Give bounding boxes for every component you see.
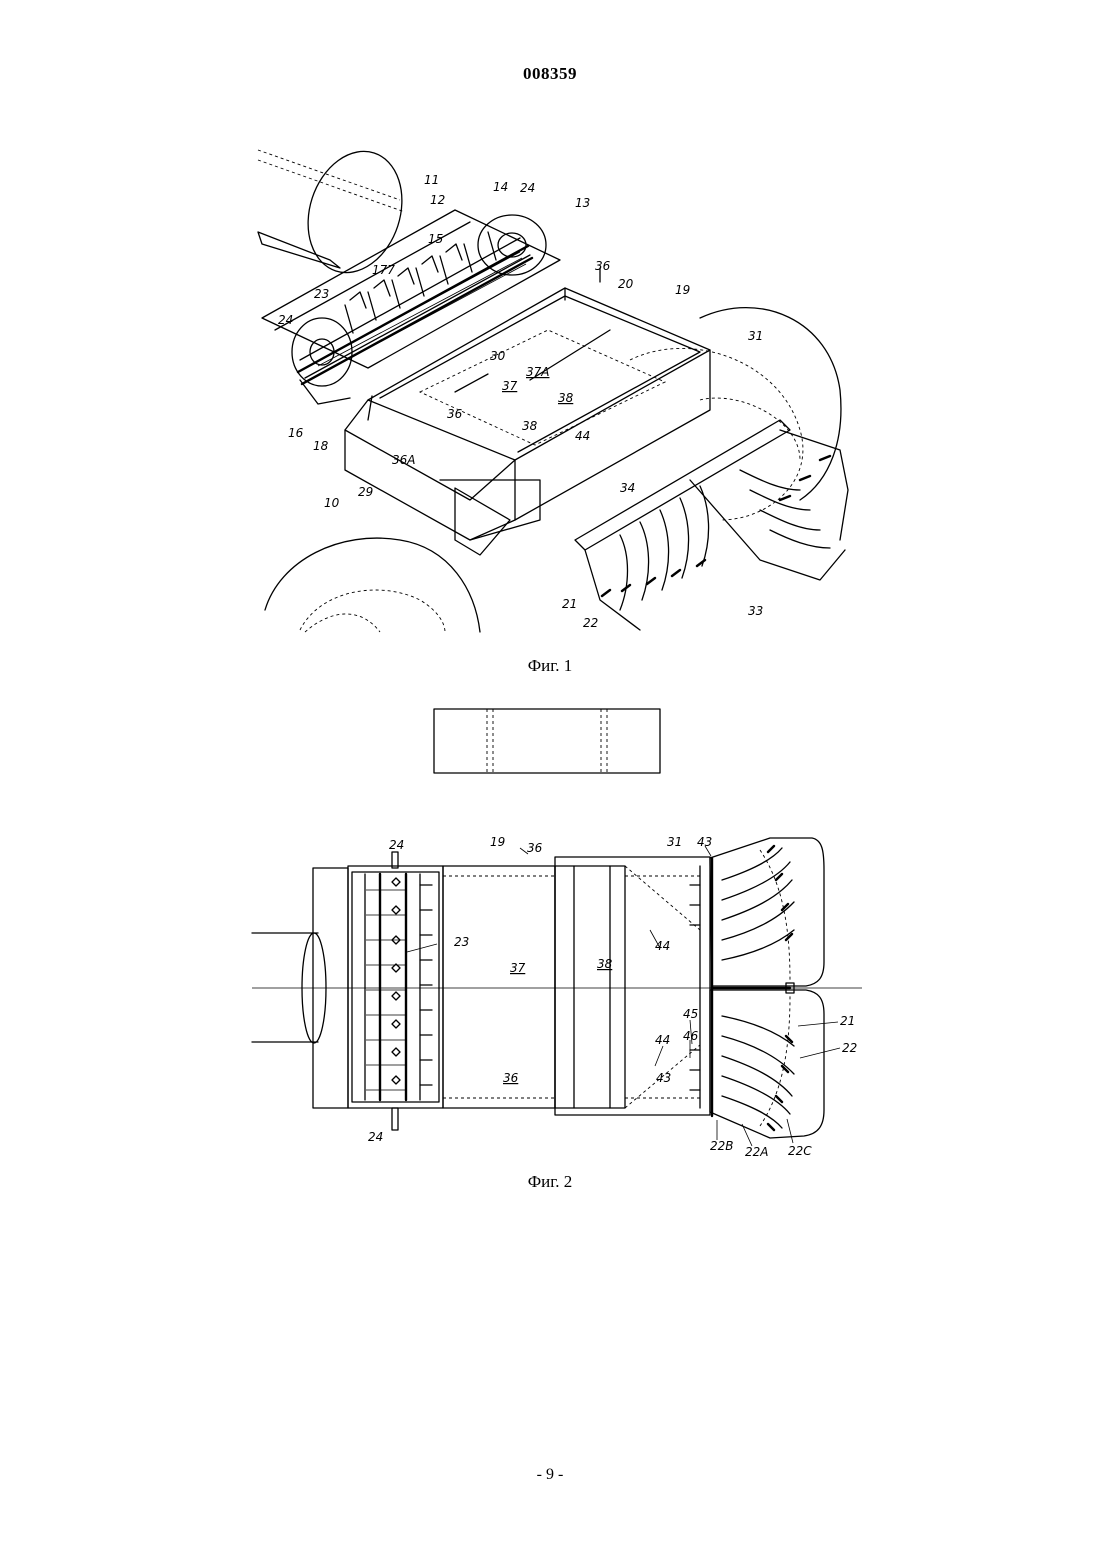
ref-numeral: 24 (278, 313, 293, 327)
ref-numeral: 20 (618, 277, 634, 291)
ref-numeral: 24 (368, 1130, 383, 1144)
ref-numeral: 177 (372, 263, 395, 277)
ref-numeral: 36A (392, 453, 415, 467)
ref-numeral: 19 (675, 283, 690, 297)
intermediate-rectangle-drawing (432, 706, 664, 776)
ref-numeral: 22C (788, 1144, 812, 1158)
ref-numeral: 21 (562, 597, 577, 611)
ref-numeral: 24 (389, 838, 404, 852)
ref-numeral: 43 (697, 835, 712, 849)
ref-numeral: 38 (522, 419, 538, 433)
ref-numeral: 43 (656, 1071, 671, 1085)
figure-2-drawing: 24 19 36 31 43 23 37 38 44 45 21 46 44 2… (250, 830, 865, 1160)
ref-numeral: 34 (620, 481, 635, 495)
ref-numeral: 10 (324, 496, 340, 510)
ref-numeral: 33 (748, 604, 763, 618)
ref-numeral: 22A (745, 1145, 768, 1159)
ref-numeral: 22B (710, 1139, 734, 1153)
ref-numeral: 44 (655, 939, 670, 953)
ref-numeral: 12 (430, 193, 445, 207)
figure-2-reference-numerals: 24 19 36 31 43 23 37 38 44 45 21 46 44 2… (368, 835, 857, 1159)
ref-numeral: 45 (683, 1007, 698, 1021)
ref-numeral: 37A (526, 365, 549, 379)
ref-numeral: 36 (595, 259, 611, 273)
ref-numeral: 29 (358, 485, 373, 499)
ref-numeral: 36 (503, 1071, 519, 1085)
document-number: 008359 (0, 64, 1100, 84)
figure-1-caption: Фиг. 1 (0, 656, 1100, 676)
ref-numeral: 37 (502, 379, 518, 393)
ref-numeral: 38 (558, 391, 574, 405)
ref-numeral: 22 (583, 616, 598, 630)
page-number: - 9 - (0, 1466, 1100, 1484)
ref-numeral: 38 (597, 957, 613, 971)
figure-2-caption: Фиг. 2 (0, 1172, 1100, 1192)
container-body-drawing (345, 268, 710, 555)
rear-wheel-and-spreader-drawing (575, 308, 848, 630)
ref-numeral: 16 (288, 426, 304, 440)
ref-numeral: 24 (520, 181, 535, 195)
ref-numeral: 44 (655, 1033, 670, 1047)
ref-numeral: 36 (527, 841, 543, 855)
pickup-header-top-drawing (348, 852, 443, 1130)
ref-numeral: 44 (575, 429, 590, 443)
ref-numeral: 19 (490, 835, 505, 849)
ref-numeral: 21 (840, 1014, 855, 1028)
ref-numeral: 22 (842, 1041, 857, 1055)
ref-numeral: 23 (454, 935, 469, 949)
ref-numeral: 18 (313, 439, 329, 453)
ref-numeral: 30 (490, 349, 506, 363)
ref-numeral: 11 (424, 173, 439, 187)
rear-left-wheel-drawing (265, 538, 480, 632)
ref-numeral: 31 (667, 835, 682, 849)
ref-numeral: 14 (493, 180, 508, 194)
figure-1-drawing: 11 12 14 24 13 15 177 23 36 20 19 24 31 … (250, 140, 850, 635)
ref-numeral: 13 (575, 196, 590, 210)
ref-numeral: 36 (447, 407, 463, 421)
ref-numeral: 23 (314, 287, 329, 301)
ref-numeral: 15 (428, 232, 443, 246)
ref-numeral: 37 (510, 961, 526, 975)
ref-numeral: 31 (748, 329, 763, 343)
